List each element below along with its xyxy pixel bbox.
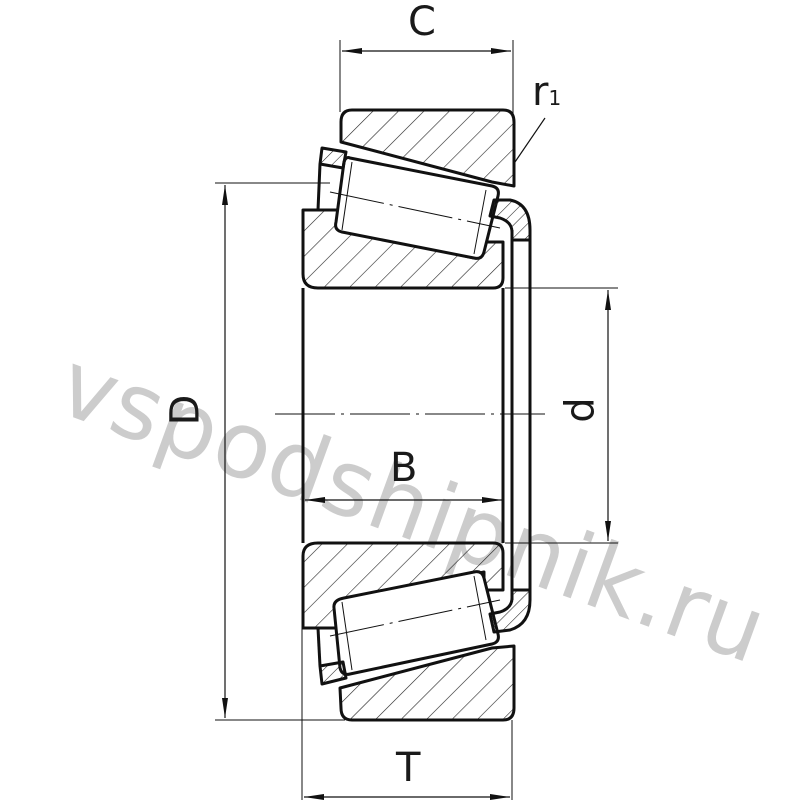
- outer-ring-top: [339, 108, 516, 188]
- dim-label-d: d: [557, 397, 604, 423]
- cage-top-small: [318, 146, 348, 170]
- cage-bottom-large: [488, 588, 532, 634]
- inner-ring-top: [301, 208, 505, 290]
- shaft-lines: [301, 230, 532, 600]
- dimension-lines: [222, 48, 611, 800]
- dim-label-T: T: [396, 745, 421, 791]
- cage-bottom-small: [318, 660, 348, 686]
- outer-ring-bottom: [338, 644, 516, 722]
- dim-label-D: D: [162, 394, 209, 426]
- roller-top: [329, 156, 501, 260]
- r1-sub: 1: [548, 86, 562, 110]
- r1-base: r: [532, 69, 549, 115]
- dim-label-C: C: [408, 0, 436, 45]
- roller-bottom: [329, 570, 501, 676]
- r1-leader: [514, 117, 546, 163]
- cage-top-large: [488, 198, 532, 242]
- extension-lines: [215, 40, 618, 800]
- dim-label-r1: r1: [532, 72, 561, 112]
- dim-label-B: B: [390, 445, 418, 491]
